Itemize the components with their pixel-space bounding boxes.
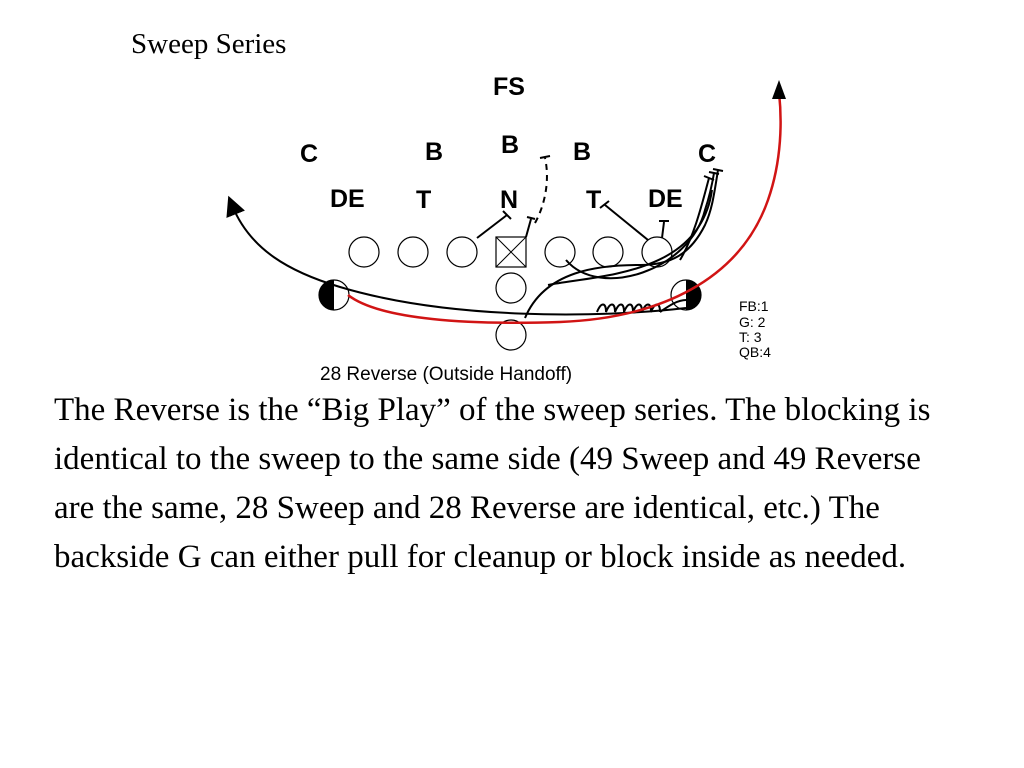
defender-b-left: B xyxy=(425,138,443,166)
key-g: G: 2 xyxy=(739,314,766,330)
defender-fs: FS xyxy=(493,73,525,101)
right-wing-circle xyxy=(670,279,702,311)
left-guard-circle xyxy=(397,236,429,268)
reverse-path xyxy=(347,91,782,324)
right-tackle-circle xyxy=(592,236,624,268)
slide-title: Sweep Series xyxy=(131,28,287,60)
play-diagram: FS C B B B C DE T N T DE xyxy=(226,73,786,385)
quarterback-circle xyxy=(495,272,527,304)
body-paragraph: The Reverse is the “Big Play” of the swe… xyxy=(54,392,931,575)
fullback-circle xyxy=(495,319,527,351)
key-fb: FB:1 xyxy=(739,298,769,314)
right-line-circle xyxy=(641,236,673,268)
defender-n: N xyxy=(500,186,518,214)
reverse-arrowhead xyxy=(772,80,786,99)
center-box xyxy=(495,236,527,268)
defender-c-right: C xyxy=(698,140,716,168)
defender-c-left: C xyxy=(300,140,318,168)
left-tackle-circle xyxy=(348,236,380,268)
defender-de-right: DE xyxy=(648,185,683,213)
defender-b-middle: B xyxy=(501,131,519,159)
key-qb: QB:4 xyxy=(739,344,771,360)
defender-t-left: T xyxy=(416,186,431,214)
diagram-caption: 28 Reverse (Outside Handoff) xyxy=(320,364,572,385)
defender-de-left: DE xyxy=(330,185,365,213)
defender-b-right: B xyxy=(573,138,591,166)
defender-t-right: T xyxy=(586,186,601,214)
key-t: T: 3 xyxy=(739,329,762,345)
left-line-circle xyxy=(446,236,478,268)
blocking-lines xyxy=(226,155,724,319)
right-guard-circle xyxy=(544,236,576,268)
